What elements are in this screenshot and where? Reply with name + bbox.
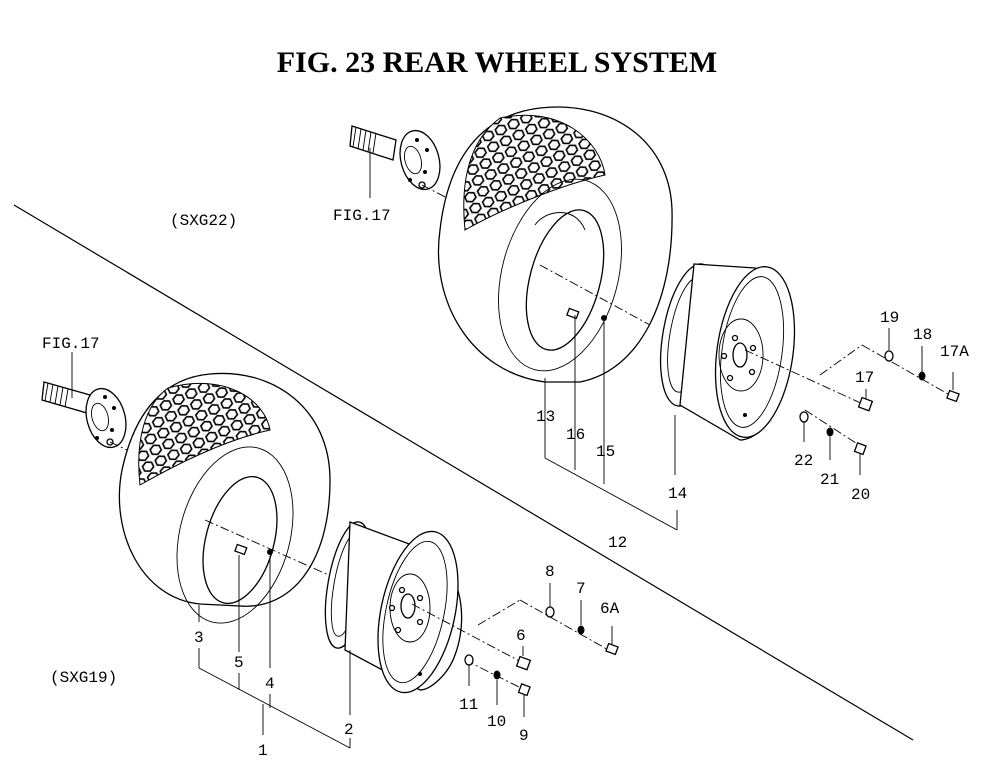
model-label-upper: (SXG22) — [170, 212, 237, 230]
callout-14: 14 — [668, 485, 687, 503]
upper-axle-hub — [349, 125, 481, 216]
callout-1: 1 — [258, 742, 268, 760]
callout-16: 16 — [566, 426, 585, 444]
lower-tire — [118, 372, 341, 624]
lower-rim — [324, 521, 463, 694]
upper-leader-lines — [544, 315, 954, 531]
lower-fasteners — [411, 599, 619, 697]
model-label-lower: (SXG19) — [50, 669, 117, 687]
callout-20: 20 — [851, 486, 870, 504]
lower-leader-lines — [198, 555, 613, 749]
section-divider — [13, 204, 914, 741]
callout-21: 21 — [820, 471, 839, 489]
callout-5: 5 — [234, 654, 244, 672]
callout-17: 17 — [855, 369, 874, 387]
callout-8: 8 — [545, 563, 555, 581]
fig17-ref-lower: FIG.17 — [42, 335, 100, 353]
callout-4: 4 — [265, 675, 275, 693]
callout-12: 12 — [608, 534, 627, 552]
callout-11: 11 — [459, 696, 478, 714]
callout-17a: 17A — [940, 343, 969, 361]
callout-13: 13 — [536, 408, 555, 426]
upper-tire — [437, 106, 673, 383]
upper-rim — [659, 263, 796, 441]
callout-6a: 6A — [600, 600, 620, 618]
callout-6: 6 — [516, 627, 526, 645]
callout-22: 22 — [794, 452, 813, 470]
callout-10: 10 — [487, 713, 506, 731]
fig17-ref-upper: FIG.17 — [333, 207, 391, 225]
callout-19: 19 — [880, 309, 899, 327]
callout-3: 3 — [194, 629, 204, 647]
figure-title: FIG. 23 REAR WHEEL SYSTEM — [277, 46, 717, 79]
upper-fasteners — [744, 344, 960, 456]
callout-2: 2 — [344, 721, 354, 739]
callout-15: 15 — [596, 443, 615, 461]
callout-18: 18 — [913, 326, 932, 344]
callout-9: 9 — [519, 727, 529, 745]
callout-7: 7 — [576, 580, 586, 598]
